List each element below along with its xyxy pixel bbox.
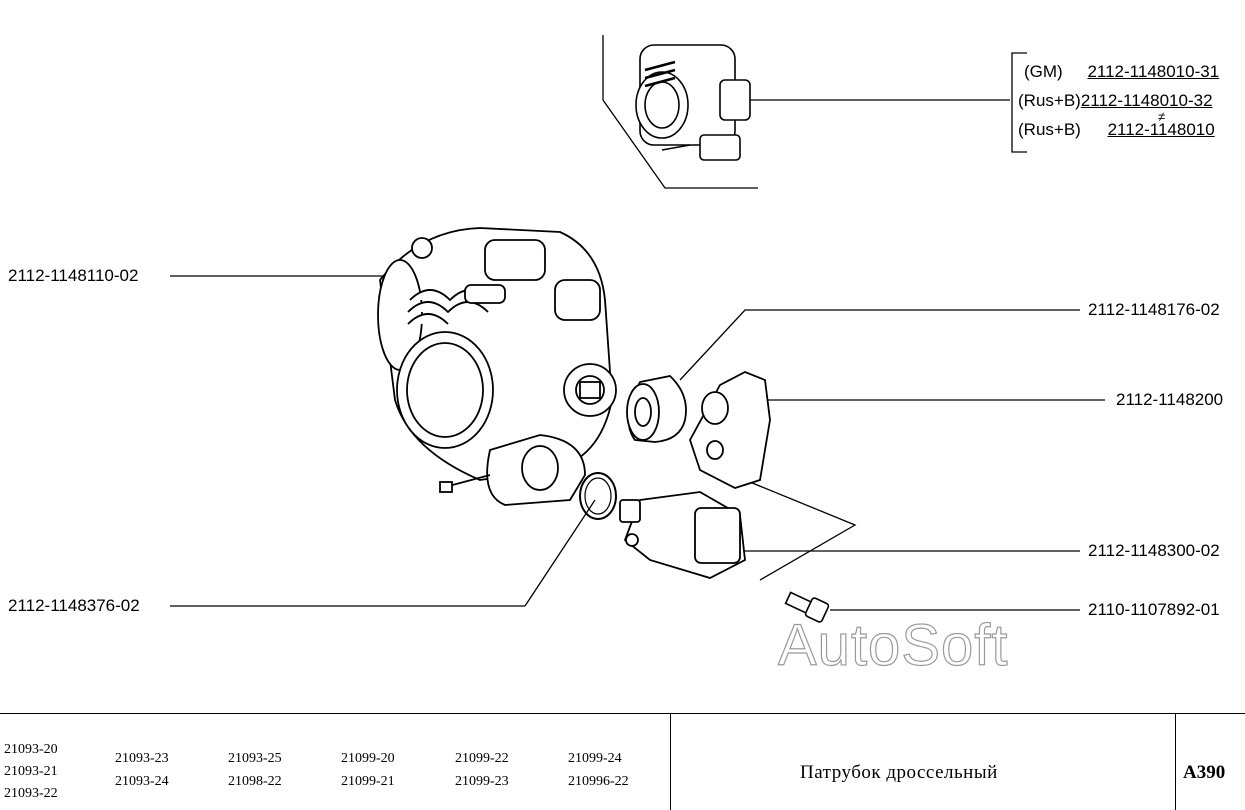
model: 21093-24 [115,774,169,789]
variants-bracket [1011,52,1027,153]
variant-mark: ≠ [1158,109,1166,124]
model: 21093-20 [4,742,58,757]
leader-seal-ring-diag [524,499,596,607]
model: 21099-24 [568,751,622,766]
variant-tag: (Rus+B) [1018,120,1081,139]
variant-row-rus-b-2: (Rus+B) 2112-1148010 [1018,120,1215,140]
variant-tag: (Rus+B) [1018,91,1081,110]
model: 210996-22 [568,774,629,789]
inset-throttle-icon [635,44,751,161]
gasket-drawing [626,375,687,443]
variant-code: 2112-1148010 [1107,120,1215,139]
seal-ring-drawing [579,472,617,520]
sheet-code: А390 [1183,762,1226,783]
throttle-body-drawing [377,227,617,506]
watermark: AutoSoft [777,612,1009,678]
divider [1175,714,1176,810]
model: 21093-23 [115,751,169,766]
label-seal-ring: 2112-1148376-02 [8,596,140,615]
model: 21099-22 [455,751,509,766]
model: 21093-21 [4,764,58,779]
model: 21099-20 [341,751,395,766]
leader-screw-bracket [744,479,857,581]
model: 21099-23 [455,774,509,789]
screw-drawing [784,591,830,623]
variant-code: 2112-1148010-32 [1080,91,1213,110]
variant-row-gm: (GM) 2112-1148010-31 [1024,62,1219,82]
variant-row-rus-b-1: (Rus+B)2112-1148010-32 [1018,91,1213,111]
label-gasket: 2112-1148176-02 [1088,300,1220,319]
variant-tag: (GM) [1024,62,1063,81]
variant-code: 2112-1148010-31 [1087,62,1220,81]
label-screw: 2110-1107892-01 [1088,600,1220,619]
leader-gasket [679,309,1080,381]
label-idle-regulator: 2112-1148300-02 [1088,541,1220,560]
label-position-sensor: 2112-1148200 [1116,390,1224,409]
model: 21098-22 [228,774,282,789]
model: 21093-22 [4,786,58,801]
page-title: Патрубок дроссельный [800,762,998,783]
model: 21093-25 [228,751,282,766]
label-throttle-body: 2112-1148110-02 [8,266,139,285]
model: 21099-21 [341,774,395,789]
position-sensor-drawing [689,371,771,489]
divider [670,714,671,810]
title-block: 21093-20 21093-21 21093-22 21093-23 2109… [0,713,1245,810]
exploded-view-drawing [170,35,1105,623]
idle-regulator-drawing [619,491,746,579]
inset-frame [602,35,758,189]
